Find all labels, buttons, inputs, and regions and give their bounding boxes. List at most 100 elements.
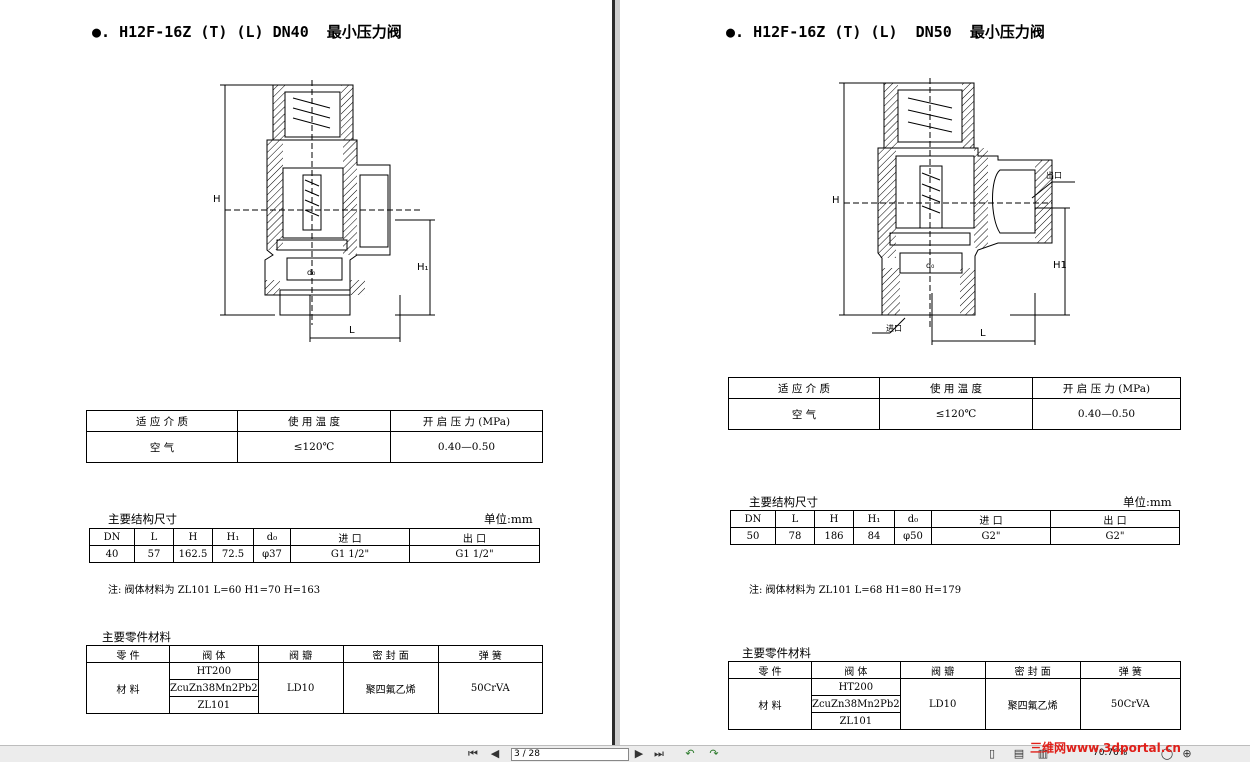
dim-value-inlet: G1 1/2" (290, 545, 410, 563)
dim-value-d0: φ50 (894, 527, 932, 545)
dim-header-h: H (173, 528, 213, 546)
mat-header-disc: 阀 瓣 (257, 645, 344, 663)
dim-header-h: H (814, 510, 854, 528)
dim-header-l: L (775, 510, 815, 528)
media-header: 适 应 介 质 (728, 377, 880, 399)
mat-header-part: 零 件 (86, 645, 170, 663)
dim-label-l: L (980, 328, 986, 339)
watermark-logo: 三维网www.3dportal.cn (1030, 741, 1181, 755)
dim-value-inlet: G2" (931, 527, 1051, 545)
document-page-right: ●. H12F-16Z (T) (L) DN50 最小压力阀 (620, 0, 1250, 745)
zoom-out-icon[interactable]: ◯ (1160, 747, 1174, 760)
dim-value-outlet: G1 1/2" (409, 545, 540, 563)
dim-label-h1: H₁ (417, 262, 429, 273)
page-divider (612, 0, 615, 745)
dim-label-h: H (832, 195, 840, 206)
dim-header-dn: DN (89, 528, 135, 546)
dim-value-l: 78 (775, 527, 815, 545)
dim-header-dn: DN (730, 510, 776, 528)
single-page-icon[interactable]: ▯ (988, 747, 996, 760)
mat-header-spring: 弹 簧 (437, 645, 544, 663)
zoom-in-icon[interactable]: ⊕ (1182, 747, 1192, 760)
dim-label-h: H (213, 194, 221, 205)
mat-body-option: ZL101 (169, 696, 259, 714)
dim-value-h1: 84 (853, 527, 895, 545)
mat-header-seal: 密 封 面 (342, 645, 439, 663)
next-page-icon[interactable]: ▶ (634, 747, 644, 760)
page-title: ●. H12F-16Z (T) (L) DN40 最小压力阀 (92, 23, 402, 41)
dim-label-d0: d₀ (307, 268, 315, 277)
dim-header-l: L (134, 528, 174, 546)
mat-header-part: 零 件 (728, 661, 812, 679)
dim-header-d0: d₀ (894, 510, 932, 528)
prev-page-icon[interactable]: ◀ (490, 747, 500, 760)
mat-body-option: HT200 (169, 662, 259, 680)
page-gap (615, 0, 620, 745)
mat-body-option: ZcuZn38Mn2Pb2 (169, 679, 259, 697)
dim-header-d0: d₀ (253, 528, 291, 546)
mat-disc-value: LD10 (899, 678, 986, 730)
document-page-left: ●. H12F-16Z (T) (L) DN40 最小压力阀 (0, 0, 612, 745)
back-icon[interactable]: ↶ (685, 747, 695, 760)
material-caption: 主要零件材料 (742, 646, 811, 660)
material-caption: 主要零件材料 (102, 630, 171, 644)
material-table: 零 件 阀 体 阀 瓣 密 封 面 弹 簧 材 料 HT200 LD10 聚四氟… (728, 661, 1182, 730)
material-table: 零 件 阀 体 阀 瓣 密 封 面 弹 簧 材 料 HT200 LD10 聚四氟… (86, 645, 544, 714)
valve-drawing-dn50: H H1 d₀ L 出口 进口 (832, 78, 1075, 345)
note-text: 注: 阀体材料为 ZL101 L=68 H1=80 H=179 (749, 585, 962, 596)
dim-value-dn: 50 (730, 527, 776, 545)
note-text: 注: 阀体材料为 ZL101 L=60 H1=70 H=163 (108, 585, 321, 596)
first-page-icon[interactable]: ⏮ (468, 747, 478, 760)
mat-row-label: 材 料 (86, 662, 170, 714)
mat-seal-value: 聚四氟乙烯 (984, 678, 1081, 730)
pressure-value: 0.40—0.50 (390, 431, 543, 463)
dim-header-h1: H₁ (853, 510, 895, 528)
viewer-toolbar: ⏮ ◀ 3 / 28 ▶ ⏭ ↶ ↷ ▯ ▤ ▥ 70.76% ◯ ⊕ (0, 745, 1250, 762)
dimension-unit: 单位:mm (484, 512, 533, 526)
mat-header-seal: 密 封 面 (984, 661, 1081, 679)
mat-header-body: 阀 体 (811, 661, 901, 679)
dim-header-outlet: 出 口 (409, 528, 540, 546)
mat-seal-value: 聚四氟乙烯 (342, 662, 439, 714)
mat-spring-value: 50CrVA (1079, 678, 1182, 730)
dim-value-h1: 72.5 (212, 545, 254, 563)
dim-header-h1: H₁ (212, 528, 254, 546)
dimension-caption: 主要结构尺寸 (749, 495, 818, 509)
temp-header: 使 用 温 度 (237, 410, 391, 432)
mat-body-option: HT200 (811, 678, 901, 696)
dim-value-d0: φ37 (253, 545, 291, 563)
media-header: 适 应 介 质 (86, 410, 238, 432)
outlet-label: 出口 (1046, 170, 1062, 180)
dim-header-inlet: 进 口 (931, 510, 1051, 528)
dim-value-h: 162.5 (173, 545, 213, 563)
media-table: 适 应 介 质 使 用 温 度 开 启 压 力 (MPa) 空 气 ≤120℃ … (86, 410, 543, 463)
pressure-value: 0.40—0.50 (1032, 398, 1181, 430)
pressure-header: 开 启 压 力 (MPa) (1032, 377, 1181, 399)
mat-spring-value: 50CrVA (437, 662, 544, 714)
dim-value-outlet: G2" (1050, 527, 1180, 545)
temp-header: 使 用 温 度 (879, 377, 1033, 399)
dimension-caption: 主要结构尺寸 (108, 512, 177, 526)
media-table: 适 应 介 质 使 用 温 度 开 启 压 力 (MPa) 空 气 ≤120℃ … (728, 377, 1181, 430)
dim-label-l: L (349, 325, 355, 336)
mat-disc-value: LD10 (257, 662, 344, 714)
zoom-level[interactable]: 70.76% (1093, 748, 1128, 758)
dim-label-h1: H1 (1053, 260, 1067, 271)
forward-icon[interactable]: ↷ (709, 747, 719, 760)
continuous-icon[interactable]: ▤ (1013, 747, 1025, 760)
inlet-label: 进口 (886, 324, 902, 333)
dim-value-l: 57 (134, 545, 174, 563)
valve-drawing-dn40: H H₁ d₀ L (213, 80, 435, 342)
dim-label-d0: d₀ (926, 261, 934, 270)
temp-value: ≤120℃ (879, 398, 1033, 430)
dim-header-outlet: 出 口 (1050, 510, 1180, 528)
temp-value: ≤120℃ (237, 431, 391, 463)
mat-header-body: 阀 体 (169, 645, 259, 663)
dimension-unit: 单位:mm (1123, 495, 1172, 509)
facing-icon[interactable]: ▥ (1037, 747, 1049, 760)
mat-body-option: ZL101 (811, 712, 901, 730)
pressure-header: 开 启 压 力 (MPa) (390, 410, 543, 432)
last-page-icon[interactable]: ⏭ (654, 747, 664, 760)
page-number-input[interactable]: 3 / 28 (511, 748, 629, 761)
dim-value-dn: 40 (89, 545, 135, 563)
